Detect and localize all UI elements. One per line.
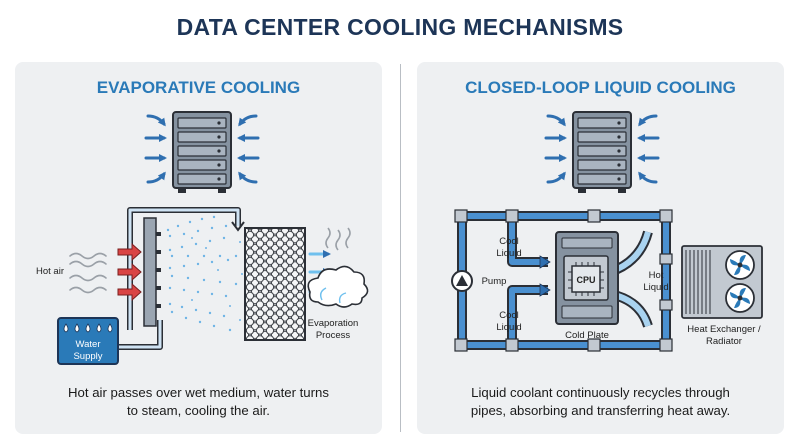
pipe-joints <box>454 209 673 352</box>
cool-liquid-top-line-1: Cool <box>499 236 519 247</box>
water-supply-label-line-2: Supply <box>73 351 103 362</box>
cpu-chip-icon <box>568 262 604 296</box>
page-title: DATA CENTER COOLING MECHANISMS <box>176 14 624 40</box>
cpu-label: CPU <box>576 275 596 285</box>
hot-air-label: Hot air <box>36 266 64 277</box>
cool-liquid-bottom-label: Cool Liquid <box>486 310 532 334</box>
heat-exchanger-line-1: Heat Exchanger / <box>687 324 761 335</box>
heat-exchanger-label: Heat Exchanger / Radiator <box>676 324 772 348</box>
hot-air-arrows-icon <box>117 242 142 302</box>
water-mist <box>166 215 243 332</box>
hot-liquid-label: Hot Liquid <box>636 270 676 294</box>
flow-arrows-icon <box>539 255 551 297</box>
evaporation-process-label: Evaporation Process <box>296 318 370 342</box>
evaporation-label-line-1: Evaporation <box>307 318 359 329</box>
evaporation-label-line-2: Process <box>315 330 351 341</box>
water-supply-label-line-1: Water <box>75 339 101 350</box>
hot-liquid-line-1: Hot <box>648 270 664 281</box>
liquid-description-line-2: pipes, absorbing and transferring heat a… <box>470 403 731 418</box>
sprayer-bar <box>143 217 161 327</box>
water-supply-tank <box>57 317 119 365</box>
airflow-arrows-icon-right <box>544 114 660 184</box>
evaporative-description-line-1: Hot air passes over wet medium, water tu… <box>68 385 329 400</box>
liquid-cooling-title: CLOSED-LOOP LIQUID COOLING <box>465 78 736 97</box>
water-supply-label: Water Supply <box>58 339 118 363</box>
evaporative-cooling-description: Hot air passes over wet medium, water tu… <box>15 384 382 420</box>
hot-air-waves-icon <box>69 252 107 294</box>
airflow-arrows-icon <box>144 114 260 184</box>
cool-liquid-bottom-line-2: Liquid <box>496 322 522 333</box>
cool-liquid-bottom-line-1: Cool <box>499 310 519 321</box>
heat-exchanger-line-2: Radiator <box>706 336 742 347</box>
panel-divider <box>400 64 401 432</box>
fan-icon <box>725 250 755 313</box>
evaporative-description-line-2: to steam, cooling the air. <box>127 403 270 418</box>
cool-liquid-top-label: Cool Liquid <box>486 236 532 260</box>
liquid-cooling-description: Liquid coolant continuously recycles thr… <box>417 384 784 420</box>
pump-icon <box>451 270 473 292</box>
hot-liquid-line-2: Liquid <box>643 282 669 293</box>
liquid-description-line-1: Liquid coolant continuously recycles thr… <box>471 385 730 400</box>
evaporative-cooling-title: EVAPORATIVE COOLING <box>96 78 301 97</box>
water-drop-icon <box>63 323 113 333</box>
wet-medium-honeycomb <box>244 227 306 341</box>
cold-plate-label: Cold Plate <box>565 330 609 341</box>
steam-cloud-icon <box>307 227 369 308</box>
server-rack-icon-right <box>572 111 632 193</box>
cool-liquid-top-line-2: Liquid <box>496 248 522 259</box>
server-rack-icon <box>172 111 232 193</box>
pump-label: Pump <box>481 276 507 287</box>
